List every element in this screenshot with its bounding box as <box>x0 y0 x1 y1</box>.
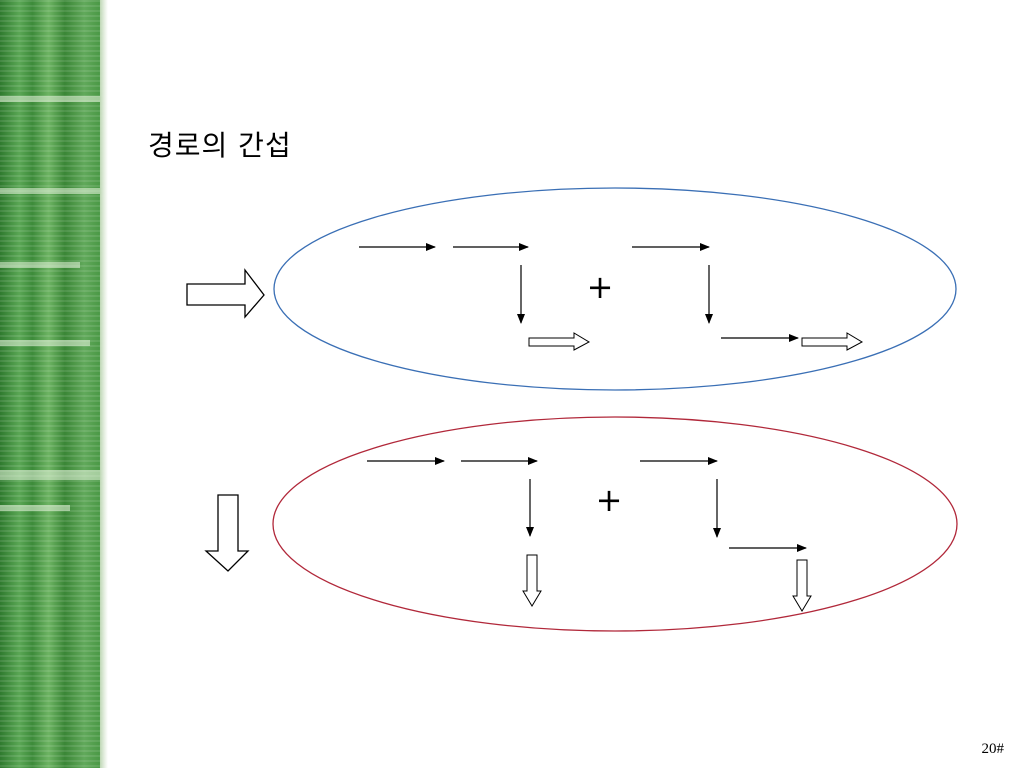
big-hollow-right-arrow <box>186 268 265 319</box>
small-hollow-down-arrow-2 <box>792 559 812 612</box>
lower-group: + <box>204 416 958 632</box>
plus-operator: + <box>596 481 623 519</box>
small-hollow-down-arrow-1 <box>522 554 542 607</box>
upper-ellipse <box>273 187 957 391</box>
upper-group: + <box>186 187 957 391</box>
small-hollow-right-arrow-2 <box>801 332 864 351</box>
big-hollow-down-arrow <box>204 494 250 572</box>
small-hollow-right-arrow-1 <box>528 332 591 351</box>
lower-ellipse <box>272 416 958 632</box>
slide-title: 경로의 간섭 <box>148 129 292 162</box>
page-number: 20# <box>981 741 1005 757</box>
decorative-side-panel <box>0 0 108 768</box>
plus-operator: + <box>587 268 614 306</box>
